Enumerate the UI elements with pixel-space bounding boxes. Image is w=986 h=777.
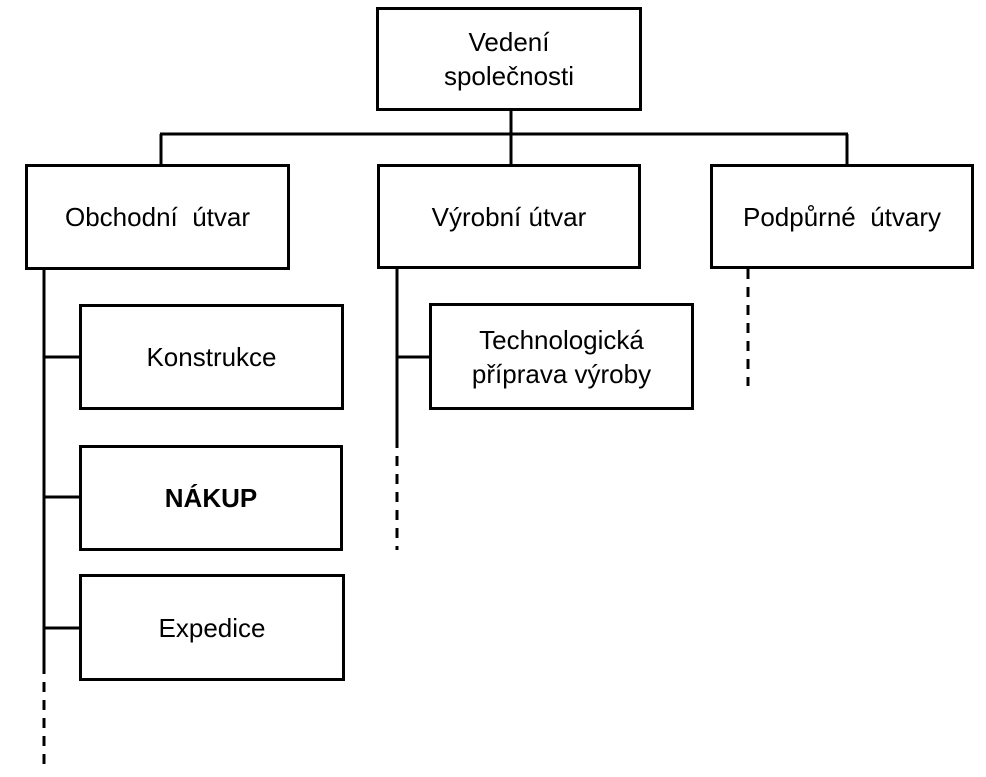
org-box-label: NÁKUP xyxy=(164,483,258,513)
org-box-label: Expedice xyxy=(158,612,266,643)
org-box-konstrukce: Konstrukce xyxy=(79,304,344,410)
org-box-label: Obchodní útvar xyxy=(65,202,250,232)
org-box-vedeni-spolecnosti: Vedení společnosti xyxy=(376,7,642,111)
org-box-label: Konstrukce xyxy=(146,342,277,372)
org-box-label: Výrobní útvar xyxy=(431,201,587,232)
org-box-label: Vedení společnosti xyxy=(443,27,575,91)
org-box-expedice: Expedice xyxy=(79,574,345,681)
org-box-label: Podpůrné útvary xyxy=(742,201,941,232)
org-box-podpurne-utvary: Podpůrné útvary xyxy=(710,164,974,269)
org-box-nakup: NÁKUP xyxy=(79,445,343,551)
org-box-label: Technologická příprava výroby xyxy=(471,324,652,389)
org-box-technologicka-priprava-vyroby: Technologická příprava výroby xyxy=(429,303,694,410)
org-box-obchodni-utvar: Obchodní útvar xyxy=(25,164,290,270)
org-box-vyrobni-utvar: Výrobní útvar xyxy=(377,164,641,269)
